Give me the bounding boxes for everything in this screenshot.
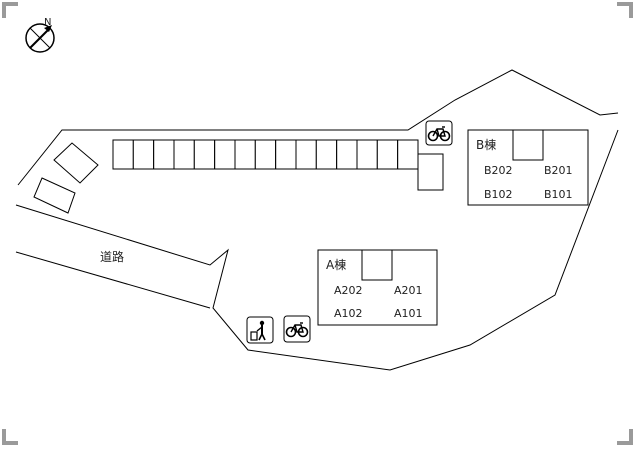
unit-a102: A102 <box>334 307 363 320</box>
parking-space <box>336 139 358 170</box>
building-b-name: B棟 <box>476 137 496 152</box>
unit-b202: B202 <box>484 164 513 177</box>
unit-a202: A202 <box>334 284 363 297</box>
compass-north-icon: N <box>25 17 55 53</box>
unit-a201: A201 <box>394 284 423 297</box>
parking-space <box>193 139 216 170</box>
side-lots <box>33 142 99 214</box>
building-a-name: A棟 <box>326 257 346 272</box>
road-label: 道路 <box>100 249 124 264</box>
frame-corners <box>2 2 633 445</box>
parking-space <box>132 139 155 170</box>
parking-space <box>254 139 277 170</box>
parking-space <box>356 139 378 170</box>
unit-b201: B201 <box>544 164 573 177</box>
unit-a101: A101 <box>394 307 423 320</box>
building-a: A棟 A202 A201 A102 A101 <box>317 249 438 326</box>
parking-space-extra <box>417 153 444 191</box>
parking-space <box>112 139 134 170</box>
unit-b101: B101 <box>544 188 573 201</box>
site-boundary <box>15 69 619 371</box>
parking-space <box>214 139 236 170</box>
parking-space <box>234 139 256 170</box>
parking-space <box>153 139 175 170</box>
unit-b102: B102 <box>484 188 513 201</box>
side-lot-2 <box>33 177 76 214</box>
parking-space <box>295 139 317 170</box>
parking-space <box>315 139 338 170</box>
compass-letter: N <box>44 17 51 28</box>
building-a-stairwell <box>361 249 393 281</box>
trash-bin-icon <box>246 316 274 344</box>
building-b-stairwell <box>512 129 544 161</box>
parking-space <box>397 139 419 170</box>
bicycle-icon <box>425 120 453 146</box>
parking-row <box>112 139 419 170</box>
side-lot-1 <box>53 142 99 184</box>
parking-space <box>275 139 297 170</box>
bicycle-icon <box>283 315 311 343</box>
parking-space <box>376 139 399 170</box>
building-b: B棟 B202 B201 B102 B101 <box>467 129 589 206</box>
parking-space <box>173 139 195 170</box>
